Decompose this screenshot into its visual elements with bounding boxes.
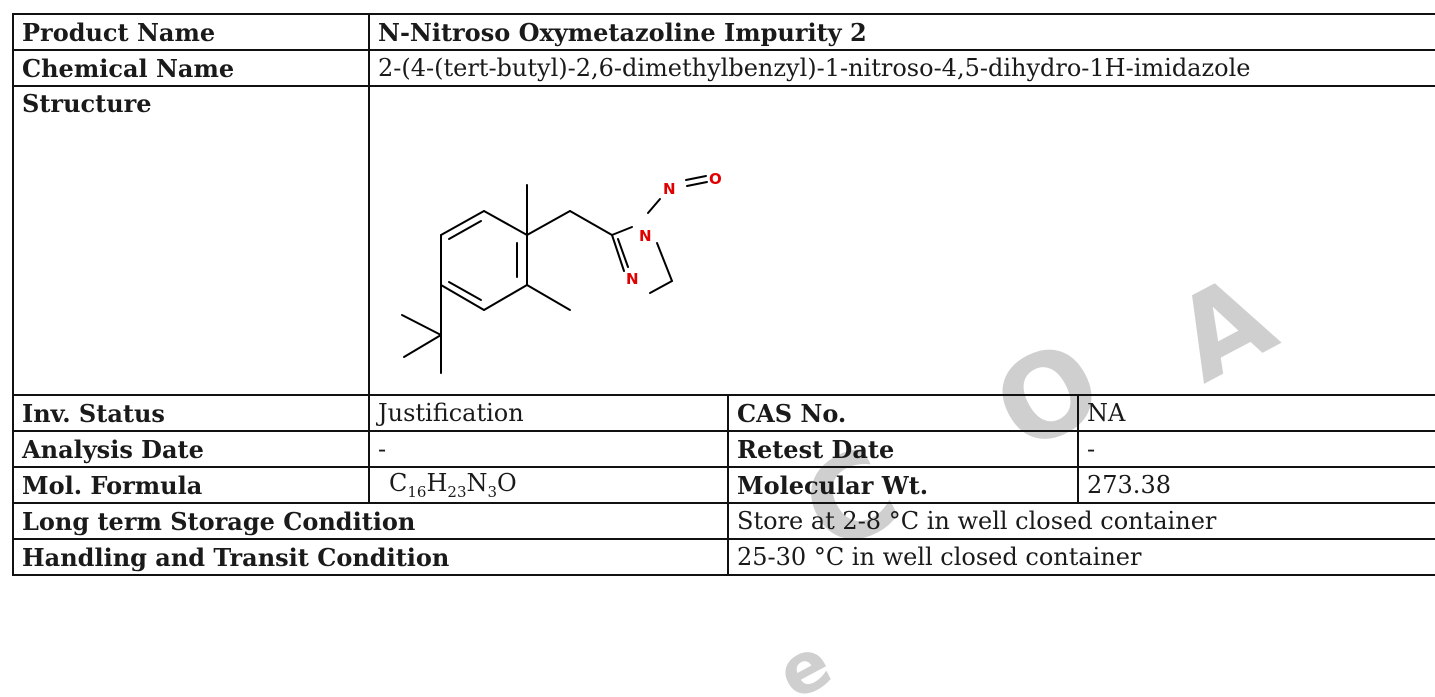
- atom-o: O: [709, 170, 722, 188]
- row-formula: Mol. Formula C16H23N3O Molecular Wt. 273…: [12, 466, 1435, 504]
- coa-table: Product Name N-Nitroso Oxymetazoline Imp…: [12, 13, 1435, 576]
- analysis-date-label: Analysis Date: [12, 430, 370, 468]
- storage-label: Long term Storage Condition: [12, 502, 729, 540]
- chemical-name-label: Chemical Name: [12, 49, 370, 87]
- cas-value: NA: [1077, 394, 1435, 432]
- product-name-value: N-Nitroso Oxymetazoline Impurity 2: [368, 13, 1435, 51]
- analysis-date-value: -: [368, 430, 729, 468]
- formula-element-o: O: [497, 469, 517, 498]
- mol-formula-label: Mol. Formula: [12, 466, 370, 504]
- row-handling: Handling and Transit Condition 25-30 °C …: [12, 538, 1435, 576]
- inv-status-label: Inv. Status: [12, 394, 370, 432]
- retest-date-value: -: [1077, 430, 1435, 468]
- mol-wt-label: Molecular Wt.: [727, 466, 1079, 504]
- structure-label: Structure: [12, 85, 370, 396]
- watermark-letter-e: e: [764, 621, 844, 697]
- row-product-name: Product Name N-Nitroso Oxymetazoline Imp…: [12, 13, 1435, 51]
- row-dates: Analysis Date - Retest Date -: [12, 430, 1435, 468]
- formula-element-n: N: [466, 469, 488, 498]
- row-chemical-name: Chemical Name 2-(4-(tert-butyl)-2,6-dime…: [12, 49, 1435, 87]
- mol-wt-value: 273.38: [1077, 466, 1435, 504]
- atom-n-ring1: N: [639, 227, 652, 245]
- product-name-label: Product Name: [12, 13, 370, 51]
- atom-n-nitroso: N: [663, 180, 676, 198]
- retest-date-label: Retest Date: [727, 430, 1079, 468]
- row-structure: Structure: [12, 85, 1435, 396]
- row-storage: Long term Storage Condition Store at 2-8…: [12, 502, 1435, 540]
- storage-value: Store at 2-8 °C in well closed container: [727, 502, 1435, 540]
- structure-image: N O N N: [401, 170, 722, 374]
- formula-count-n: 3: [487, 482, 498, 501]
- formula-count-c: 16: [407, 482, 427, 501]
- handling-value: 25-30 °C in well closed container: [727, 538, 1435, 576]
- cas-label: CAS No.: [727, 394, 1079, 432]
- chemical-name-value: 2-(4-(tert-butyl)-2,6-dimethylbenzyl)-1-…: [368, 49, 1435, 87]
- atom-n-ring2: N: [626, 270, 639, 288]
- inv-status-value: Justification: [368, 394, 729, 432]
- structure-cell: N O N N: [368, 85, 1435, 396]
- formula-count-h: 23: [447, 482, 467, 501]
- row-inv-status: Inv. Status Justification CAS No. NA: [12, 394, 1435, 432]
- formula-element-h: H: [426, 469, 448, 498]
- mol-formula-value: C16H23N3O: [368, 466, 729, 504]
- handling-label: Handling and Transit Condition: [12, 538, 729, 576]
- formula-element-c: C: [389, 469, 408, 498]
